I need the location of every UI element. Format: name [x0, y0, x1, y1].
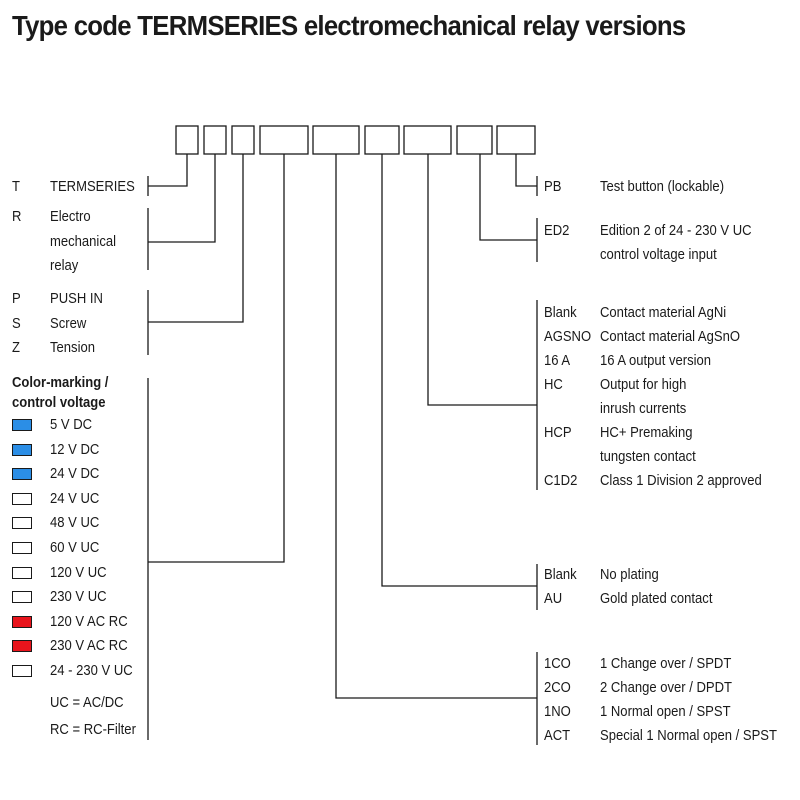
color-label: 12 V DC [50, 441, 100, 458]
right-desc: No plating [600, 567, 659, 583]
right-desc: 1 Normal open / SPST [600, 704, 731, 720]
color-label: 120 V AC RC [50, 613, 128, 630]
connector-material [427, 154, 537, 406]
right-code: HCP [544, 425, 572, 441]
right-desc: inrush currents [600, 401, 687, 417]
code-box-9 [496, 125, 536, 155]
color-label: 24 - 230 V UC [50, 663, 133, 679]
right-code: PB [544, 179, 562, 195]
right-desc: Edition 2 of 24 - 230 V UC [600, 223, 752, 239]
page-title: Type code TERMSERIES electromechanical r… [12, 10, 686, 41]
color-swatch [12, 542, 32, 554]
color-label: 24 V DC [50, 466, 100, 483]
color-swatch [12, 419, 32, 431]
left-desc: Screw [50, 315, 87, 332]
right-code: ED2 [544, 223, 570, 239]
right-desc: Class 1 Division 2 approved [600, 473, 762, 489]
right-code: C1D2 [544, 473, 578, 489]
left-desc: PUSH IN [50, 291, 103, 307]
left-code: R [12, 209, 22, 225]
right-desc: Gold plated contact [600, 591, 713, 607]
color-heading: control voltage [12, 395, 106, 411]
right-desc: Output for high [600, 377, 687, 393]
color-label: 120 V UC [50, 564, 107, 581]
left-desc: Electro [50, 209, 91, 225]
left-code: Z [12, 340, 20, 356]
right-code: HC [544, 377, 563, 393]
note: RC = RC-Filter [50, 722, 136, 738]
right-desc: Test button (lockable) [600, 179, 725, 195]
right-code: 2CO [544, 680, 571, 696]
left-desc: Tension [50, 340, 95, 356]
color-swatch [12, 468, 32, 481]
right-desc: control voltage input [600, 247, 717, 263]
connector-color [148, 154, 285, 563]
right-code: AGSNO [544, 329, 592, 345]
code-box-2 [203, 125, 227, 155]
right-code: 1CO [544, 656, 571, 672]
left-code: S [12, 315, 21, 332]
color-label: 24 V UC [50, 490, 100, 507]
color-swatch [12, 443, 32, 456]
connector-plating [381, 154, 537, 587]
left-code: T [12, 179, 20, 195]
code-box-8 [456, 125, 493, 155]
code-box-4 [259, 125, 309, 155]
connector-contacts [335, 154, 537, 699]
right-desc: Contact material AgSnO [600, 329, 741, 345]
right-code: AU [544, 591, 563, 607]
connector-relay [148, 154, 216, 243]
code-box-6 [364, 125, 400, 155]
left-code: P [12, 291, 21, 307]
code-box-7 [403, 125, 452, 155]
right-code: ACT [544, 728, 571, 744]
connector-connection [148, 154, 244, 323]
left-desc: relay [50, 258, 79, 274]
left-desc: mechanical [50, 233, 117, 250]
color-swatch [12, 591, 32, 604]
color-label: 5 V DC [50, 417, 93, 433]
right-code: Blank [544, 567, 577, 583]
note: UC = AC/DC [50, 695, 124, 711]
color-label: 230 V UC [50, 589, 107, 606]
right-desc: 2 Change over / DPDT [600, 680, 733, 696]
right-code: 1NO [544, 704, 571, 720]
code-box-1 [175, 125, 199, 155]
color-swatch [12, 615, 32, 628]
right-code: 16 A [544, 353, 571, 369]
color-label: 60 V UC [50, 540, 100, 556]
code-box-3 [231, 125, 255, 155]
color-label: 48 V UC [50, 515, 100, 532]
connector-pb [515, 154, 537, 187]
right-desc: tungsten contact [600, 449, 696, 465]
right-desc: HC+ Premaking [600, 425, 693, 441]
color-swatch [12, 517, 32, 530]
right-code: Blank [544, 305, 577, 321]
right-desc: 16 A output version [600, 353, 712, 369]
connector-termseries [148, 154, 188, 187]
right-desc: 1 Change over / SPDT [600, 656, 732, 672]
color-swatch [12, 665, 32, 677]
color-label: 230 V AC RC [50, 638, 128, 655]
color-swatch [12, 566, 32, 579]
code-box-5 [312, 125, 360, 155]
color-heading: Color-marking / [12, 375, 109, 391]
left-desc: TERMSERIES [50, 179, 135, 195]
right-desc: Contact material AgNi [600, 305, 727, 321]
connector-ed2 [479, 154, 537, 241]
color-swatch [12, 492, 32, 505]
right-desc: Special 1 Normal open / SPST [600, 728, 777, 744]
color-swatch [12, 640, 32, 653]
